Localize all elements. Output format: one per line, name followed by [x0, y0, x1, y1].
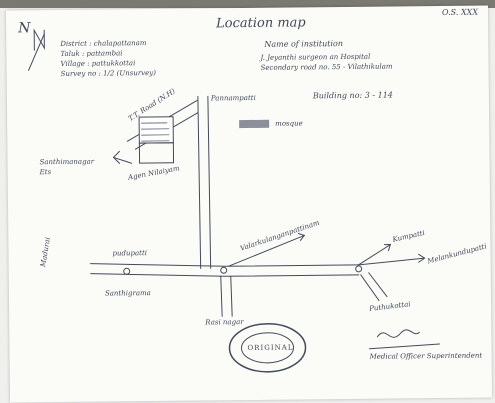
- right-branch-edge: [360, 274, 380, 302]
- taluk-label: Taluk : pattambai: [60, 49, 123, 58]
- vertical-road-right-edge: [207, 95, 212, 269]
- village-label: Village : pattukkottai: [60, 59, 136, 68]
- vertical-road-left-edge: [197, 96, 202, 270]
- arrow-right: [358, 257, 426, 266]
- hospital-building: [138, 116, 174, 144]
- road-left-label-2: Ets: [39, 168, 52, 177]
- signature-note: Medical Officer Superintendent: [369, 351, 483, 361]
- main-road-bottom-edge: [90, 273, 360, 277]
- arrow-left-road: [113, 156, 133, 164]
- map-drawing: [28, 28, 440, 373]
- adjacent-building: [138, 142, 175, 164]
- institution-heading: Name of institution: [264, 39, 344, 49]
- bottom-road-left-edge: [220, 275, 223, 317]
- north-arrow: [33, 28, 45, 51]
- bottom-road-right-edge: [230, 275, 233, 317]
- signature-scribble: [376, 329, 420, 338]
- paper: O.S. XXX Location map N District : chala…: [5, 5, 493, 403]
- north-label: N: [18, 20, 31, 37]
- right-branch-edge-2: [368, 272, 388, 298]
- survey-no-label: Survey no : 1/2 (Unsurvey): [60, 68, 156, 78]
- junction-left-label: pudupatti: [112, 249, 148, 258]
- district-label: District : chalapattanam: [60, 39, 147, 48]
- mosque-block: [239, 119, 270, 129]
- arrow-up-right: [228, 234, 305, 267]
- corner-note: O.S. XXX: [441, 7, 479, 17]
- seal-text: ORIGINAL: [247, 343, 294, 353]
- junction-dot: [123, 267, 131, 275]
- main-road-top-edge: [90, 263, 360, 267]
- junction-dot: [220, 266, 228, 274]
- institution-line-1: J. Jeyanthi surgeon an Hospital: [260, 52, 371, 62]
- background-strip: [0, 0, 495, 8]
- seal-outer: [228, 323, 307, 373]
- mosque-label: mosque: [275, 119, 303, 128]
- below-bottom-label: Rasi nagar: [205, 318, 244, 327]
- below-left-label: Santhigrama: [104, 289, 151, 298]
- road-vertical-label: Pannampatti: [210, 93, 256, 103]
- seal-inner: [241, 332, 295, 364]
- building-hatch: [141, 122, 170, 142]
- building-number: Building no: 3 - 114: [312, 90, 393, 101]
- page-title: Location map: [216, 15, 306, 32]
- junction-dot: [355, 265, 363, 273]
- road-left-label: Santhimanagar: [39, 157, 95, 167]
- arrow-kumpatti: [358, 244, 391, 266]
- institution-line-2: Secondary road no. 55 - Vilathikulam: [260, 62, 393, 72]
